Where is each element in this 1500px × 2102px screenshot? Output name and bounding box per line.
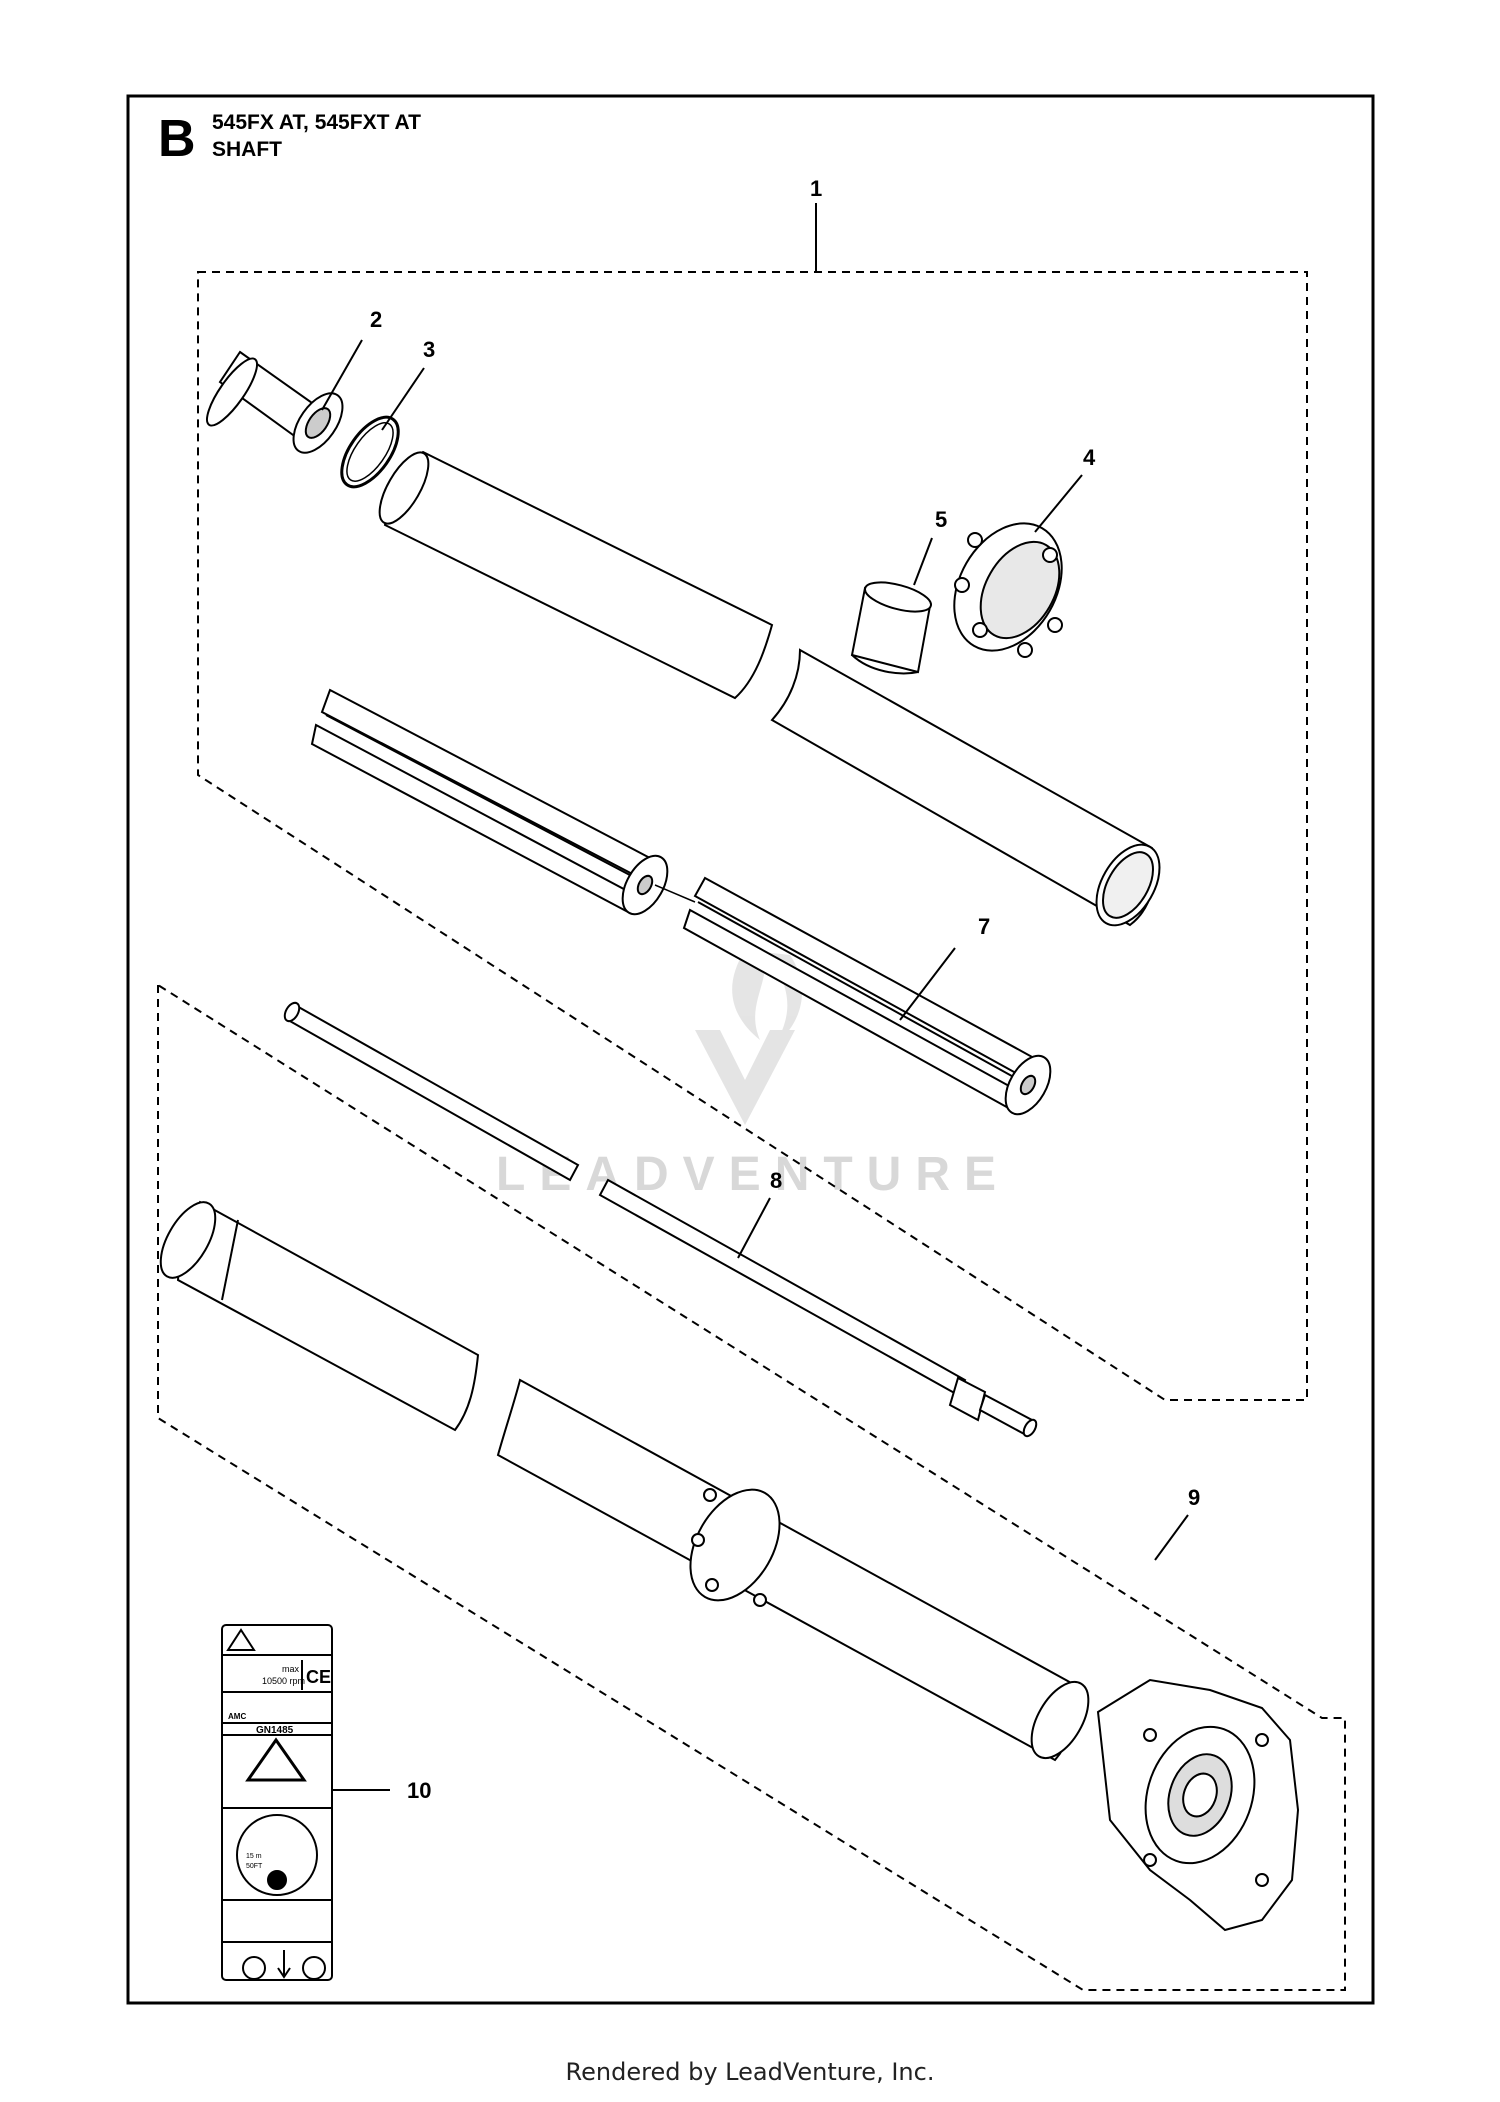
outer-tube-upper-left <box>378 450 774 700</box>
label-rpm-value: 10500 rpm <box>262 1676 305 1686</box>
part-3-o-ring <box>340 415 400 489</box>
assembly-group-1 <box>197 271 1308 1401</box>
part-7-liner-upper <box>310 688 669 916</box>
callout-8: 8 <box>770 1168 782 1193</box>
label-amc-text: AMC <box>228 1712 246 1721</box>
part-8-drive-shaft <box>283 1001 1038 1438</box>
callout-5: 5 <box>935 507 947 532</box>
outer-tube-lower-left <box>159 1200 480 1432</box>
callout-2: 2 <box>370 307 382 332</box>
label-ce-mark: CE <box>306 1667 331 1687</box>
callout-1: 1 <box>810 176 822 201</box>
label-distance-metric: 15 m <box>246 1853 262 1860</box>
callout-3: 3 <box>423 337 435 362</box>
part-10-warning-label <box>221 1624 333 1981</box>
footer-credit: Rendered by LeadVenture, Inc. <box>565 2058 935 2086</box>
callout-9: 9 <box>1188 1485 1200 1510</box>
part-2-bushing <box>206 350 344 454</box>
part-4-locking-nut <box>953 522 1063 658</box>
callout-10: 10 <box>407 1778 431 1803</box>
part-9-gear-housing <box>1096 1678 1300 1932</box>
watermark-text: LEADVENTURE <box>496 1148 1010 1201</box>
label-cert-code: GN1485 <box>256 1725 294 1736</box>
assembly-group-9 <box>157 983 1346 1991</box>
model-title: 545FX AT, 545FXT AT <box>212 111 421 134</box>
part-5-sleeve <box>850 581 932 675</box>
diagram-border <box>126 94 1375 2005</box>
outer-tube-upper-right <box>770 648 1161 927</box>
callout-7: 7 <box>978 914 990 939</box>
part-7-liner-lower <box>682 876 1052 1116</box>
section-title: SHAFT <box>212 138 282 161</box>
section-letter: B <box>158 110 196 168</box>
callout-4: 4 <box>1083 445 1096 470</box>
label-rpm-max: max <box>282 1664 300 1674</box>
label-distance-imperial: 50FT <box>246 1863 263 1870</box>
part-9-collar <box>689 1488 781 1607</box>
outer-tube-lower-right <box>496 1378 1090 1762</box>
